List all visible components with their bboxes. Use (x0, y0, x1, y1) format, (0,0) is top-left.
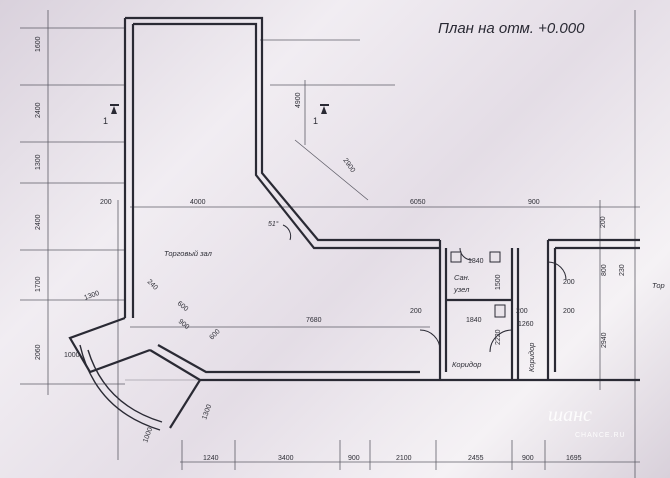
svg-text:Коридор: Коридор (452, 360, 481, 369)
svg-text:2220: 2220 (495, 329, 502, 345)
svg-text:2900: 2900 (341, 157, 356, 174)
svg-text:1000: 1000 (64, 352, 80, 359)
svg-text:1300: 1300 (201, 404, 213, 421)
svg-text:Торговый зал: Торговый зал (164, 249, 213, 258)
svg-text:1840: 1840 (468, 258, 484, 265)
svg-text:2400: 2400 (35, 214, 42, 230)
svg-text:230: 230 (619, 264, 626, 276)
svg-text:Сан.: Сан. (454, 273, 470, 282)
svg-text:2940: 2940 (601, 332, 608, 348)
svg-text:200: 200 (563, 308, 575, 315)
svg-text:2060: 2060 (35, 344, 42, 360)
door-swings (282, 224, 567, 353)
svg-text:900: 900 (528, 199, 540, 206)
left-dimensions: 1600 2400 1300 2400 1700 2060 (35, 36, 42, 360)
room-labels: Торговый зал Сан. узел Коридор Коридор Т… (164, 249, 665, 372)
svg-text:Коридор: Коридор (527, 343, 536, 372)
top-dimensions: 200 4000 6050 900 200 2900 4900 (100, 92, 607, 228)
bottom-dimensions: 1240 3400 900 2100 2455 900 1695 (203, 455, 582, 462)
svg-text:1240: 1240 (203, 455, 219, 462)
svg-text:900: 900 (348, 455, 360, 462)
svg-text:900: 900 (177, 318, 191, 331)
grid-lines (20, 10, 640, 478)
svg-text:2400: 2400 (35, 102, 42, 118)
svg-text:200: 200 (516, 308, 528, 315)
svg-text:200: 200 (410, 308, 422, 315)
curved-entry (79, 344, 163, 431)
angle-label: 51° (268, 220, 279, 228)
svg-text:200: 200 (600, 216, 607, 228)
svg-text:800: 800 (601, 264, 608, 276)
svg-text:1840: 1840 (466, 317, 482, 324)
svg-text:900: 900 (522, 455, 534, 462)
section-mark-right: 1 (313, 116, 318, 126)
fixtures (450, 251, 506, 318)
svg-text:узел: узел (453, 285, 470, 294)
watermark-site: CHANCE.RU (575, 432, 626, 439)
svg-text:2455: 2455 (468, 455, 484, 462)
svg-text:3400: 3400 (278, 455, 294, 462)
walls (68, 16, 640, 429)
svg-text:4000: 4000 (190, 199, 206, 206)
svg-text:600: 600 (176, 300, 190, 313)
section-markers (110, 104, 329, 114)
svg-text:4900: 4900 (295, 92, 302, 108)
svg-text:2100: 2100 (396, 455, 412, 462)
svg-text:1695: 1695 (566, 455, 582, 462)
svg-text:1260: 1260 (518, 321, 534, 328)
svg-text:7680: 7680 (306, 317, 322, 324)
svg-text:200: 200 (100, 199, 112, 206)
svg-text:1300: 1300 (83, 290, 100, 302)
plan-title: План на отм. +0.000 (438, 20, 585, 37)
svg-text:200: 200 (563, 279, 575, 286)
svg-text:240: 240 (146, 278, 159, 291)
svg-text:1000: 1000 (142, 427, 154, 444)
svg-text:1600: 1600 (35, 36, 42, 52)
svg-text:6050: 6050 (410, 199, 426, 206)
svg-text:600: 600 (208, 328, 221, 341)
svg-text:1300: 1300 (35, 154, 42, 170)
watermark-logo: шанс (548, 404, 592, 426)
svg-text:1500: 1500 (495, 274, 502, 290)
svg-text:Тор: Тор (652, 281, 665, 290)
section-mark-left: 1 (103, 116, 108, 126)
svg-text:1700: 1700 (35, 276, 42, 292)
